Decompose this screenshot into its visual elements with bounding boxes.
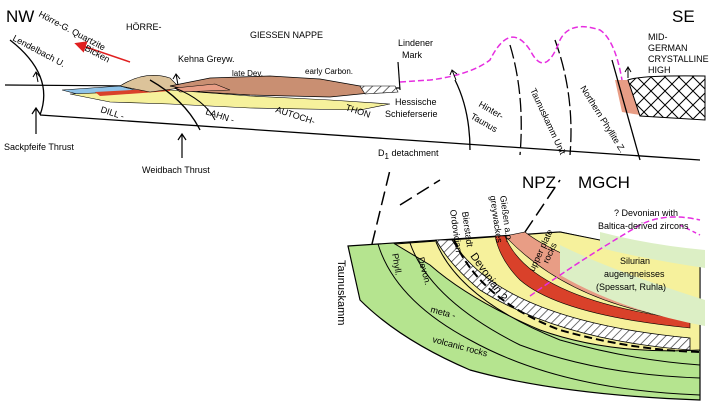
lendelbach-label: Lendelbach U. (11, 33, 67, 69)
se-label: SE (672, 7, 695, 26)
mgch-block (627, 75, 706, 121)
hessische-label-1: Hessische (395, 97, 437, 107)
kehna-unit (174, 83, 231, 93)
npz-label: NPZ (522, 173, 556, 192)
bierstadt-label-1: Bierstadt (460, 211, 475, 248)
lower-cross-section: NPZ MGCH Taunuskamm Phyll. Devon. Bierst… (335, 169, 705, 401)
hatched-unit-upper (359, 85, 399, 95)
thrust-arrow-2 (172, 73, 181, 86)
late-dev-label: late Dev. (232, 69, 263, 78)
thrust-arrow-4 (624, 66, 632, 78)
taunus-fault-1 (454, 79, 471, 151)
d1-detachment-line (39, 114, 701, 161)
weidbach-label: Weidbach Thrust (142, 165, 210, 175)
mgch-label-1: MID- (648, 32, 668, 42)
giessen-nappe-label: GIESSEN NAPPE (250, 30, 323, 40)
fault-mgch (611, 59, 641, 161)
sackpfeife-pointer (31, 106, 41, 134)
dashed-boundary (453, 239, 701, 353)
d1-subscript: 1 (385, 152, 390, 161)
silurian-label-2: augengneisses (604, 269, 665, 279)
mgch-label-4: HIGH (648, 65, 671, 75)
thrust-arrow-1 (32, 71, 41, 83)
mgch-label: MGCH (578, 173, 630, 192)
lower-magenta-dashed (529, 216, 701, 297)
lindener-label-2: Mark (402, 50, 422, 60)
hoerre-label: HÖRRE- (126, 22, 162, 32)
taunuskamm-unit-label: Taunuskamm Unit (528, 87, 568, 157)
d1-rest: detachment (389, 148, 439, 158)
boundary-1 (377, 243, 701, 396)
upper-cross-section: NW SE HÖRRE- GIESSEN NAPPE Hörre-G. Quar… (4, 7, 709, 175)
hoerre-quartzite-label: Hörre-G. Quartzite (37, 9, 107, 53)
devonian-with-label-1: ? Devonian with (614, 208, 678, 218)
silurian-label-1: Silurian (620, 256, 650, 266)
mgch-label-2: GERMAN (648, 43, 688, 53)
thrust-line-lahn (174, 87, 216, 121)
lahn-label: LAHN - (204, 106, 235, 125)
taunus-fault-2 (509, 44, 522, 156)
red-giessen-band (494, 235, 691, 329)
bierstadt-hatched-unit (435, 239, 691, 351)
boundary-3 (435, 241, 701, 366)
weidbach-thrust-line (149, 79, 201, 131)
phyll-label: Phyll. (390, 253, 404, 276)
lindener-fault (397, 61, 401, 91)
lower-fault-1 (371, 169, 391, 245)
thrust-arrow-3 (449, 69, 458, 81)
early-carbon-label: early Carbon. (305, 67, 353, 76)
lindener-label-1: Lindener (398, 38, 433, 48)
mgch-label-3: CRYSTALLINE (648, 54, 709, 64)
nw-label: NW (6, 7, 34, 26)
d1-detachment-label: D1 detachment (378, 148, 439, 161)
phyllite-wedge (615, 80, 640, 115)
lower-magenta-dashed-2 (679, 224, 701, 236)
taunuskamm-label: Taunuskamm (335, 260, 347, 325)
pale-green-band (560, 245, 705, 326)
sackpfeife-label: Sackpfeife Thrust (4, 142, 74, 152)
silurian-label-3: (Spessart, Ruhla) (596, 282, 666, 292)
red-arrow (74, 41, 131, 63)
kehna-label: Kehna Greyw. (178, 54, 235, 64)
hessische-label-2: Schieferserie (385, 109, 438, 119)
magenta-dashed-path (399, 25, 623, 83)
taunus-fault-3 (554, 39, 572, 156)
boundary-2 (409, 242, 701, 379)
devonian-with-label-2: Baltica-derived zircons (598, 221, 689, 231)
d1-main: D (378, 148, 385, 158)
lower-fault-2 (399, 179, 441, 206)
pale-green-band-upper (600, 232, 705, 268)
weidbach-pointer (177, 132, 187, 158)
lower-fault-3 (524, 179, 561, 233)
